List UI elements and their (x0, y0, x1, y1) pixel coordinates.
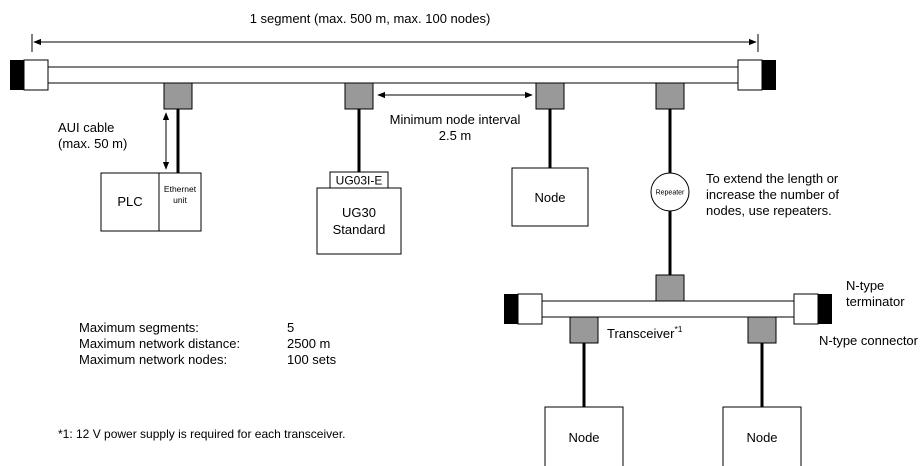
spec-value: 100 sets (287, 352, 337, 367)
node-label: Node (568, 430, 599, 445)
repeater-label: Repeater (656, 190, 685, 197)
node-label: Node (534, 190, 565, 205)
specs-table: Maximum segments: 5 Maximum network dist… (79, 320, 337, 367)
ethernet-unit-label-2: unit (173, 195, 187, 205)
ug03i-e-label: UG03I-E (336, 174, 383, 188)
transceiver (163, 82, 193, 110)
spec-label: Maximum network distance: (79, 336, 240, 351)
segment-label: 1 segment (max. 500 m, max. 100 nodes) (250, 11, 491, 26)
n-type-terminator (793, 293, 832, 325)
ug30-label: UG30 (342, 205, 376, 220)
main-trunk-cable (47, 66, 739, 84)
node-box (722, 406, 802, 466)
repeater-note: To extend the length or (706, 171, 839, 186)
transceiver (655, 82, 685, 110)
repeater-transceiver (655, 274, 685, 302)
node-box (544, 406, 624, 466)
main-terminator-left (10, 59, 49, 91)
ug30-label-2: Standard (333, 222, 386, 237)
transceiver (344, 82, 374, 110)
spec-value: 5 (287, 320, 294, 335)
ethernet-unit (158, 172, 202, 232)
node-box (511, 167, 589, 227)
repeater-note-2: increase the number of (706, 187, 839, 202)
plc-label: PLC (117, 194, 142, 209)
n-type-connector-label: N-type connector (819, 333, 919, 348)
node-label: Node (746, 430, 777, 445)
ethernet-unit-label: Ethernet (164, 184, 197, 194)
min-interval-label: Minimum node interval (390, 112, 521, 127)
n-type-terminator-label-2: terminator (846, 294, 905, 309)
spec-label: Maximum segments: (79, 320, 199, 335)
min-interval-value: 2.5 m (439, 128, 472, 143)
main-terminator-right (737, 59, 776, 91)
transceiver (569, 316, 599, 344)
plc-device (100, 172, 202, 232)
footnote: *1: 12 V power supply is required for ea… (58, 427, 345, 441)
spec-value: 2500 m (287, 336, 330, 351)
second-trunk-cable (541, 300, 795, 318)
second-terminator-left (504, 293, 543, 325)
n-type-terminator-label: N-type (846, 278, 884, 293)
spec-label: Maximum network nodes: (79, 352, 227, 367)
transceiver-label: Transceiver*1 (607, 324, 683, 341)
transceiver (747, 316, 777, 344)
ug30-device (316, 187, 402, 255)
transceiver (535, 82, 565, 110)
aui-cable-label: AUI cable (58, 120, 114, 135)
repeater-note-3: nodes, use repeaters. (706, 203, 832, 218)
aui-cable-max: (max. 50 m) (58, 136, 127, 151)
